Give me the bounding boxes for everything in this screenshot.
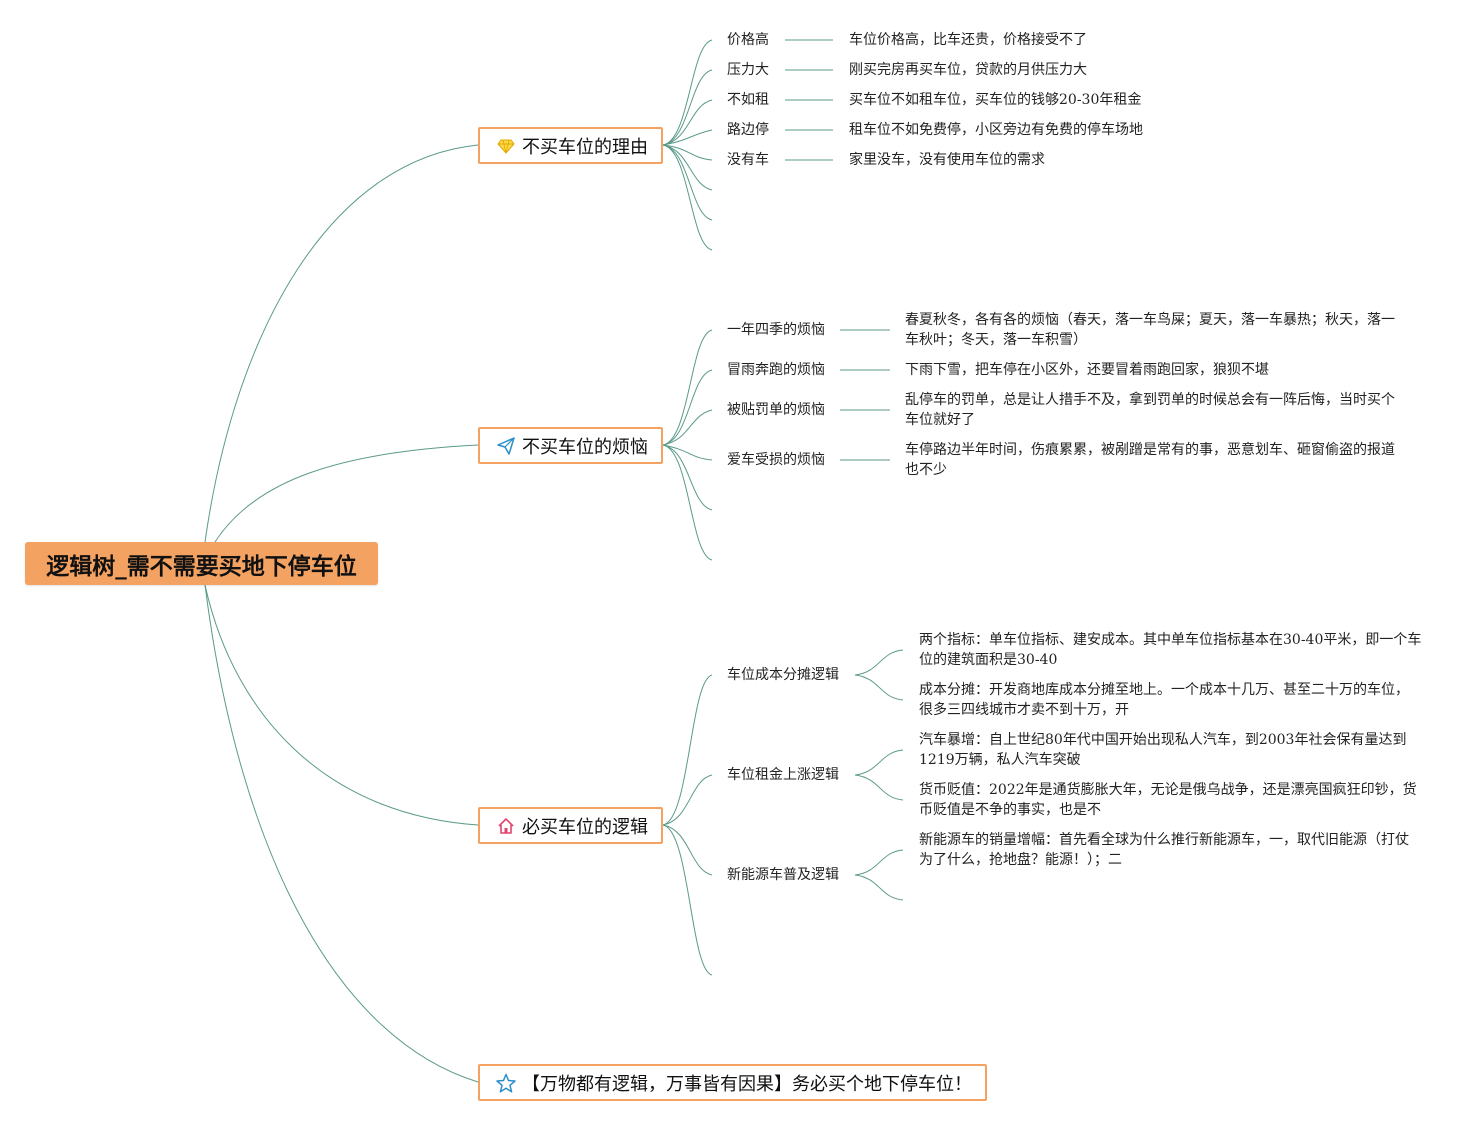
sub-topic-cost-sharing[interactable]: 车位成本分摊逻辑 [727,667,839,683]
detail-no-car[interactable]: 家里没车，没有使用车位的需求 [849,152,1045,168]
home-icon [496,816,516,836]
detail-new-energy-sales[interactable]: 新能源车的销量增幅：首先看全球为什么推行新能源车，一，取代旧能源（打仗 为了什么… [919,830,1409,870]
sub-topic-price-high[interactable]: 价格高 [727,32,769,48]
detail-car-surge[interactable]: 汽车暴增：自上世纪80年代中国开始出现私人汽车，到2003年社会保有量达到 12… [919,730,1406,770]
detail-line: 车位就好了 [905,412,975,428]
detail-pressure[interactable]: 刚买完房再买车位，贷款的月供压力大 [849,62,1087,78]
branch-must-buy-logic[interactable]: 必买车位的逻辑 [478,807,663,844]
detail-line: 货币贬值：2022年是通货膨胀大年，无论是俄乌战争，还是漂亮国疯狂印钞，货 [919,782,1417,798]
branch-label: 不买车位的烦恼 [522,436,648,458]
detail-line: 两个指标：单车位指标、建安成本。其中单车位指标基本在30-40平米，即一个车 [919,632,1422,648]
sub-topic-street-parking[interactable]: 路边停 [727,122,769,138]
detail-two-indicators[interactable]: 两个指标：单车位指标、建安成本。其中单车位指标基本在30-40平米，即一个车 位… [919,630,1421,670]
detail-line: 很多三四线城市才卖不到十万，开 [919,702,1129,718]
detail-street-parking[interactable]: 租车位不如免费停，小区旁边有免费的停车场地 [849,122,1143,138]
branch-label: 【万物都有逻辑，万事皆有因果】务必买个地下停车位！ [522,1073,972,1095]
detail-line: 车秋叶；冬天，落一车积雪） [905,332,1087,348]
detail-car-damage[interactable]: 车停路边半年时间，伤痕累累，被剐蹭是常有的事，恶意划车、砸窗偷盗的报道 也不少 [905,440,1395,480]
detail-rain-running[interactable]: 下雨下雪，把车停在小区外，还要冒着雨跑回家，狼狈不堪 [905,360,1269,380]
detail-four-seasons[interactable]: 春夏秋冬，各有各的烦恼（春天，落一车鸟屎；夏天，落一车暴热；秋天，落一 车秋叶；… [905,310,1395,350]
detail-line: 乱停车的罚单，总是让人措手不及，拿到罚单的时候总会有一阵后悔，当时买个 [905,392,1395,408]
branch-label: 必买车位的逻辑 [522,816,648,838]
detail-line: 春夏秋冬，各有各的烦恼（春天，落一车鸟屎；夏天，落一车暴热；秋天，落一 [905,312,1395,328]
detail-line: 位的建筑面积是30-40 [919,652,1058,668]
sub-topic-no-car[interactable]: 没有车 [727,152,769,168]
sub-topic-rain-running[interactable]: 冒雨奔跑的烦恼 [727,362,825,378]
detail-cost-allocation[interactable]: 成本分摊：开发商地库成本分摊至地上。一个成本十几万、甚至二十万的车位， 很多三四… [919,680,1409,720]
branch-conclusion[interactable]: 【万物都有逻辑，万事皆有因果】务必买个地下停车位！ [478,1064,987,1101]
detail-currency-devaluation[interactable]: 货币贬值：2022年是通货膨胀大年，无论是俄乌战争，还是漂亮国疯狂印钞，货 币贬… [919,780,1417,820]
detail-line: 新能源车的销量增幅：首先看全球为什么推行新能源车，一，取代旧能源（打仗 [919,832,1409,848]
sub-topic-tickets[interactable]: 被贴罚单的烦恼 [727,402,825,418]
branch-troubles-not-buy[interactable]: 不买车位的烦恼 [478,427,663,464]
sub-topic-pressure[interactable]: 压力大 [727,62,769,78]
sub-topic-new-energy[interactable]: 新能源车普及逻辑 [727,867,839,883]
detail-price-high[interactable]: 车位价格高，比车还贵，价格接受不了 [849,32,1087,48]
detail-line: 车停路边半年时间，伤痕累累，被剐蹭是常有的事，恶意划车、砸窗偷盗的报道 [905,442,1395,458]
detail-line: 币贬值是不争的事实，也是不 [919,802,1101,818]
diamond-icon [496,136,516,156]
sub-topic-car-damage[interactable]: 爱车受损的烦恼 [727,452,825,468]
detail-line: 也不少 [905,462,947,478]
root-topic-label: 逻辑树_需不需要买地下停车位 [46,553,357,580]
sub-topic-rent-better[interactable]: 不如租 [727,92,769,108]
branch-label: 不买车位的理由 [522,136,648,158]
root-topic[interactable]: 逻辑树_需不需要买地下停车位 [25,542,378,585]
branch-reasons-not-buy[interactable]: 不买车位的理由 [478,127,663,164]
detail-line: 1219万辆，私人汽车突破 [919,752,1081,768]
detail-line: 汽车暴增：自上世纪80年代中国开始出现私人汽车，到2003年社会保有量达到 [919,732,1407,748]
sub-topic-four-seasons[interactable]: 一年四季的烦恼 [727,322,825,338]
detail-rent-better[interactable]: 买车位不如租车位，买车位的钱够20-30年租金 [849,92,1142,108]
detail-line: 为了什么，抢地盘？能源！）；二 [919,852,1122,868]
paper-plane-icon [496,436,516,456]
star-icon [496,1073,516,1093]
sub-topic-rent-rising[interactable]: 车位租金上涨逻辑 [727,767,839,783]
detail-line: 成本分摊：开发商地库成本分摊至地上。一个成本十几万、甚至二十万的车位， [919,682,1409,698]
detail-line: 下雨下雪，把车停在小区外，还要冒着雨跑回家，狼狈不堪 [905,362,1269,378]
detail-tickets[interactable]: 乱停车的罚单，总是让人措手不及，拿到罚单的时候总会有一阵后悔，当时买个 车位就好… [905,390,1395,430]
